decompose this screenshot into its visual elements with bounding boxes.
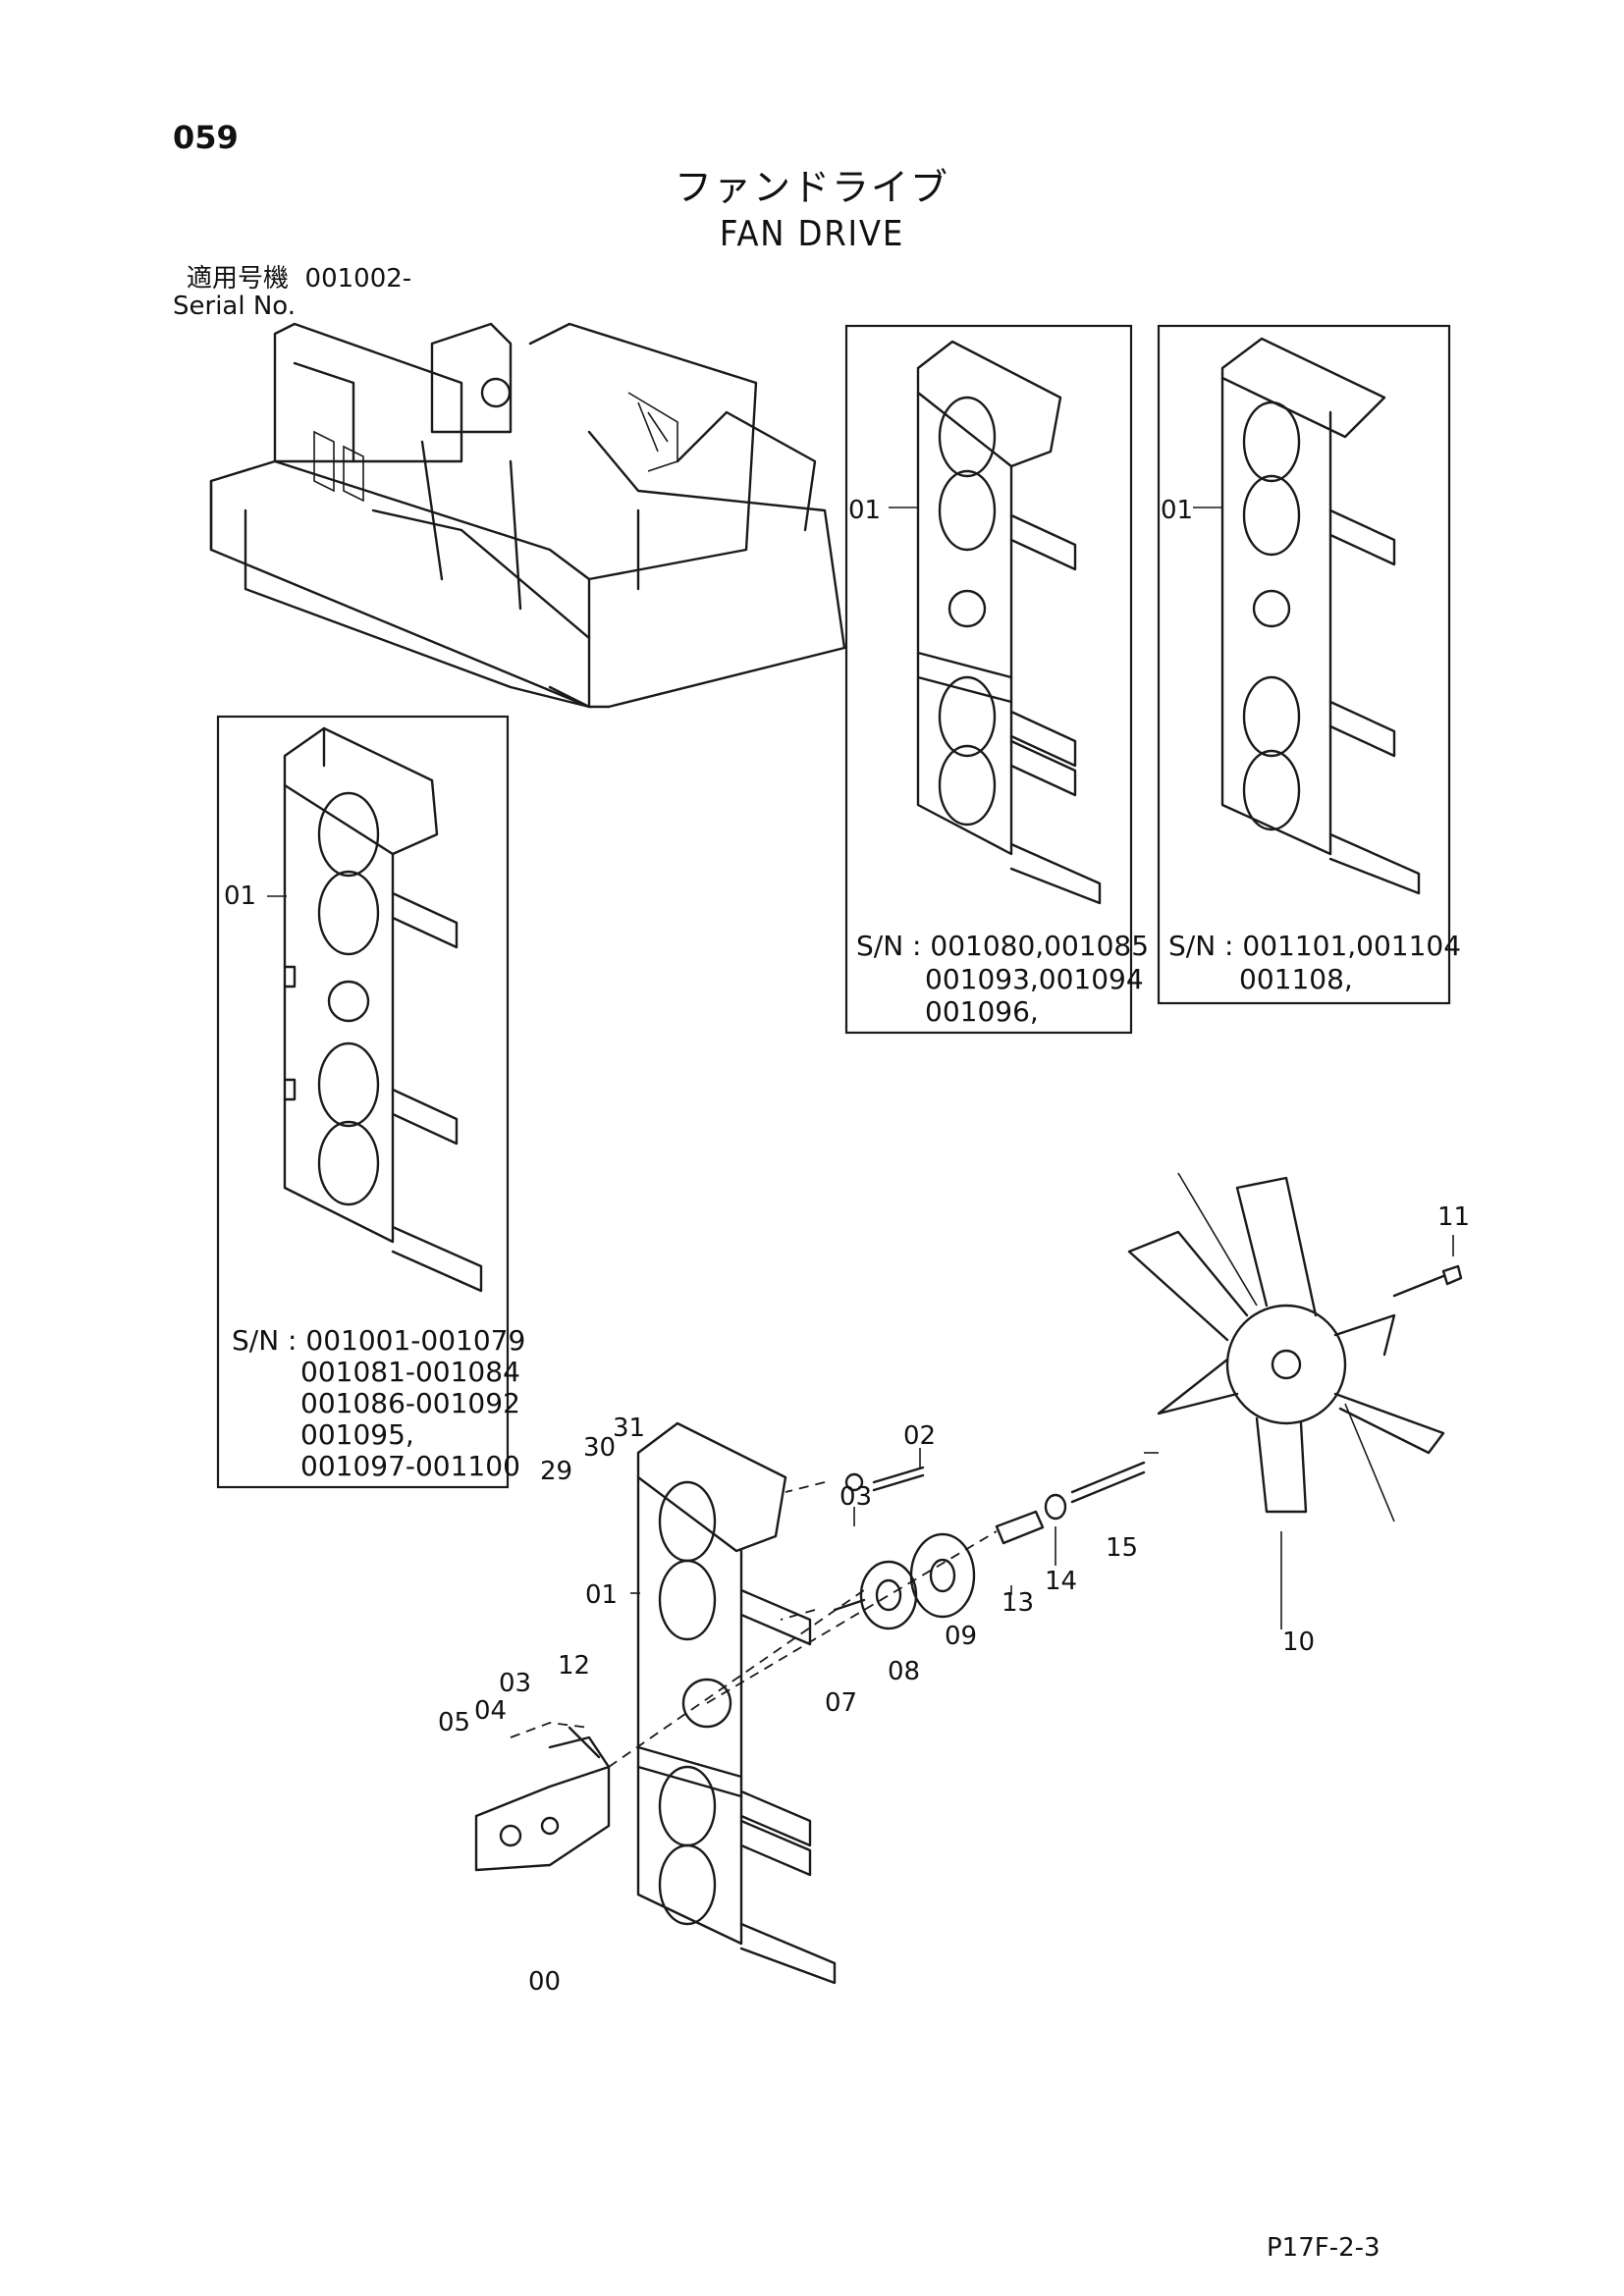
callout-30: 30 — [583, 1433, 617, 1463]
frame-drawing-main — [636, 1421, 837, 1985]
page-number: 059 — [173, 119, 239, 156]
sn-left-line-1: S/N : 001001-001079 — [232, 1324, 526, 1357]
frame-drawing-left — [283, 726, 483, 1293]
inset-box-left — [216, 715, 510, 1489]
serial-label: Serial No. — [173, 292, 296, 321]
callout-01-left: 01 — [224, 881, 257, 911]
hydraulic-motor — [474, 1726, 611, 1872]
callout-08: 08 — [888, 1657, 921, 1686]
sn-right-line-2: 001108, — [1239, 963, 1353, 995]
footer-code: P17F-2-3 — [1267, 2233, 1380, 2263]
inset-box-right — [1157, 324, 1451, 1005]
hub-parts — [833, 1461, 1146, 1630]
callout-04: 04 — [474, 1696, 508, 1726]
callout-01-middle: 01 — [848, 496, 882, 525]
callout-01: 01 — [585, 1580, 619, 1610]
sn-middle-line-3: 001096, — [925, 995, 1039, 1028]
sn-left-line-3: 001086-001092 — [300, 1387, 520, 1419]
sn-left-line-4: 001095, — [300, 1418, 414, 1451]
machine-overview — [209, 322, 846, 709]
frame-drawing-right — [1220, 337, 1421, 895]
callout-14: 14 — [1045, 1567, 1078, 1596]
callout-29: 29 — [540, 1457, 573, 1486]
callout-03-upper: 03 — [839, 1482, 873, 1512]
serial-label-japanese: 適用号機 001002- — [187, 264, 412, 294]
sn-right-line-1: S/N : 001101,001104 — [1168, 930, 1462, 962]
frame-drawing-middle — [916, 340, 1102, 905]
page-title-japanese: ファンドライブ — [674, 166, 949, 209]
callout-03-lower: 03 — [499, 1669, 532, 1698]
callout-07: 07 — [825, 1688, 858, 1718]
page-title: FAN DRIVE — [719, 214, 905, 254]
callout-00: 00 — [528, 1967, 562, 1997]
callout-02: 02 — [903, 1421, 937, 1451]
callout-09: 09 — [945, 1622, 978, 1651]
callout-05: 05 — [438, 1708, 471, 1737]
callout-11: 11 — [1437, 1202, 1471, 1232]
cooling-fan — [1127, 1172, 1463, 1522]
callout-10: 10 — [1282, 1628, 1316, 1657]
sn-middle-line-2: 001093,001094 — [925, 963, 1144, 995]
callout-01-right: 01 — [1161, 496, 1194, 525]
sn-middle-line-1: S/N : 001080,001085 — [856, 930, 1150, 962]
callout-15: 15 — [1106, 1533, 1139, 1563]
inset-box-middle — [844, 324, 1133, 1035]
callout-13: 13 — [1001, 1588, 1035, 1618]
sn-left-line-5: 001097-001100 — [300, 1450, 520, 1482]
callout-12: 12 — [558, 1651, 591, 1681]
sn-left-line-2: 001081-001084 — [300, 1356, 520, 1388]
callout-31: 31 — [613, 1414, 646, 1443]
